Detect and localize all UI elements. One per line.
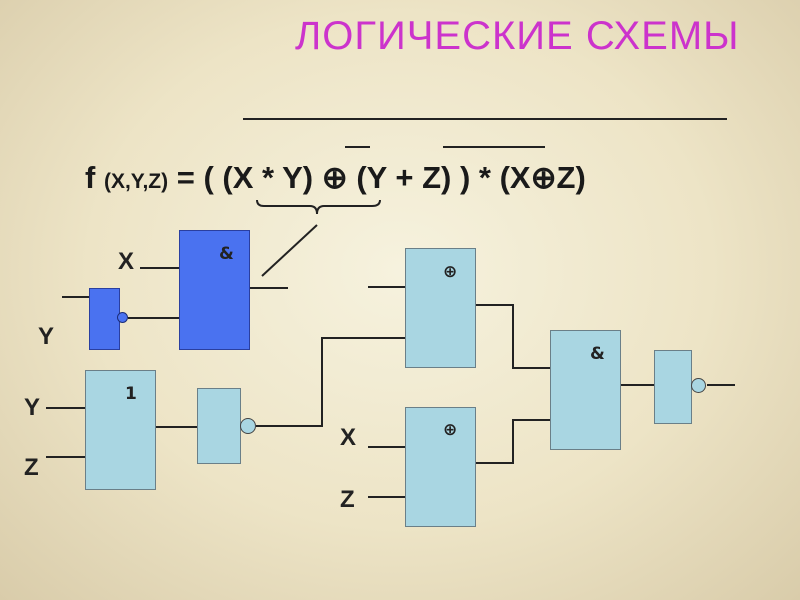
not-gate-y xyxy=(89,288,120,350)
input-label-y-top: Y xyxy=(38,323,55,350)
input-label-x-bottom: X xyxy=(340,424,357,451)
formula-brace xyxy=(256,199,381,215)
page-title: ЛОГИЧЕСКИЕ СХЕМЫ xyxy=(295,14,740,58)
input-label-x-top: X xyxy=(118,248,135,275)
xor-gate-bottom xyxy=(405,407,476,527)
and-gate-right xyxy=(550,330,621,450)
formula-expression: = ( (X * Y) ⊕ (Y + Z) ) * (X⊕Z) xyxy=(176,160,586,195)
not-bubble-final xyxy=(691,378,706,393)
input-label-y-mid: Y xyxy=(24,394,41,421)
and-gate-top xyxy=(179,230,250,350)
xor-gate-top-symbol: ⊕ xyxy=(443,262,458,282)
formula-args: (X,Y,Z) xyxy=(103,170,169,193)
not-gate-final xyxy=(654,350,692,424)
not-bubble-or xyxy=(240,418,256,434)
xor-gate-bottom-symbol: ⊕ xyxy=(443,420,458,440)
not-bubble-y xyxy=(117,312,128,323)
and-gate-top-symbol: & xyxy=(219,244,234,264)
input-label-z-mid: Z xyxy=(24,454,39,481)
formula: f (X,Y,Z) = ( (X * Y) ⊕ (Y + Z) ) * (X⊕Z… xyxy=(85,160,586,196)
formula-function-name: f xyxy=(85,160,96,195)
annotation-arrow xyxy=(261,224,318,277)
xor-gate-top xyxy=(405,248,476,368)
not-gate-or xyxy=(197,388,241,464)
input-label-z-bottom: Z xyxy=(340,486,355,513)
or-gate xyxy=(85,370,156,490)
or-gate-symbol: 1 xyxy=(125,384,137,404)
and-gate-right-symbol: & xyxy=(590,344,605,364)
